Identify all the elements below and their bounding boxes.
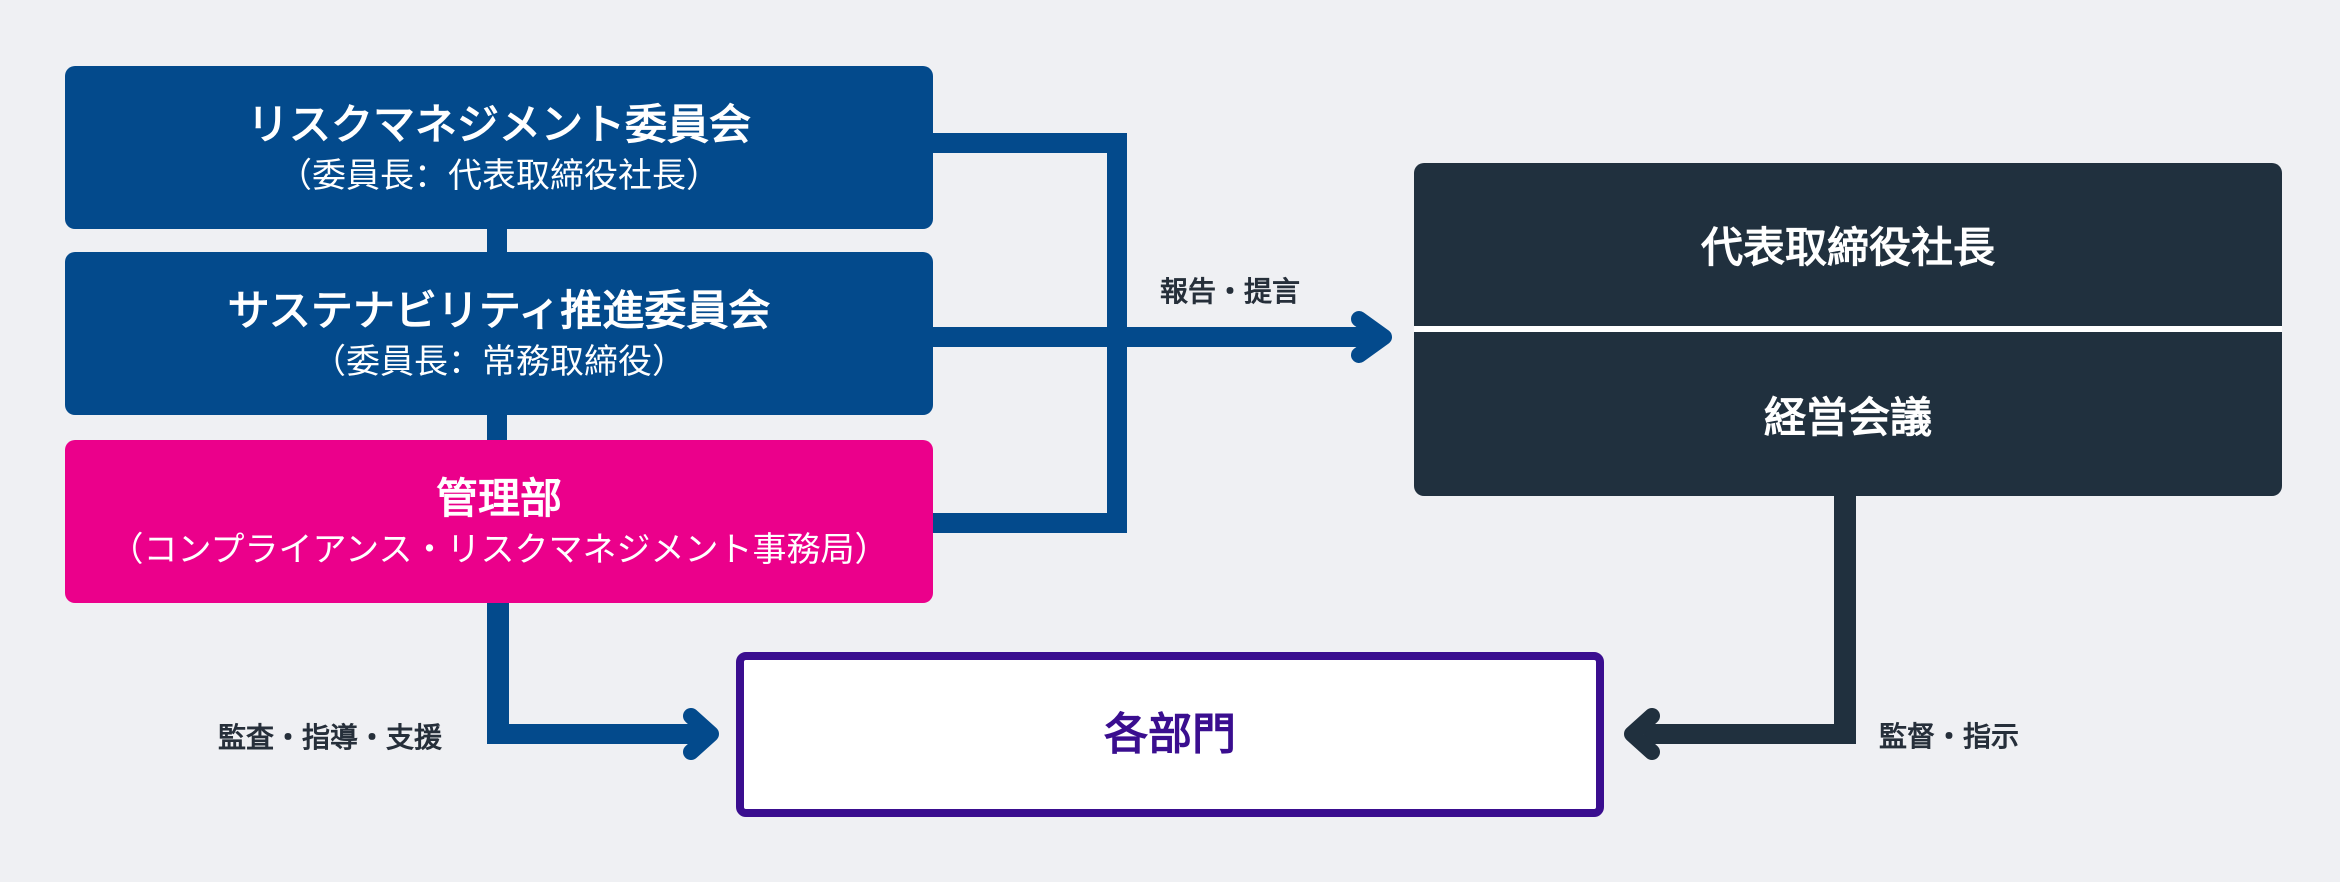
risk-committee-title: リスクマネジメント委員会 xyxy=(246,99,751,149)
risk-committee-box: リスクマネジメント委員会 （委員長：代表取締役社長） xyxy=(65,66,933,229)
link-sust-to-admin xyxy=(487,414,507,442)
admin-department-subtitle: （コンプライアンス・リスクマネジメント事務局） xyxy=(109,529,889,570)
supervise-line-vertical xyxy=(1834,494,1856,743)
report-edge-label: 報告・提言 xyxy=(1160,275,1301,308)
management-meeting-label: 経営会議 xyxy=(1763,392,1932,442)
sustainability-committee-subtitle: （委員長：常務取締役） xyxy=(312,341,686,382)
executive-box: 代表取締役社長 経営会議 xyxy=(1414,163,2282,496)
departments-box: 各部門 xyxy=(736,652,1604,817)
admin-department-title: 管理部 xyxy=(435,473,562,523)
sustainability-committee-box: サステナビリティ推進委員会 （委員長：常務取締役） xyxy=(65,252,933,415)
audit-arrowhead xyxy=(683,708,719,760)
audit-line-vertical xyxy=(487,601,509,743)
executive-divider xyxy=(1414,326,2282,332)
supervise-arrowhead xyxy=(1624,708,1660,760)
report-line-risk xyxy=(931,133,1127,153)
audit-line-horizontal xyxy=(487,724,701,744)
sustainability-committee-title: サステナビリティ推進委員会 xyxy=(227,285,771,335)
audit-edge-label: 監査・指導・支援 xyxy=(218,721,443,754)
departments-title: 各部門 xyxy=(1104,708,1236,760)
risk-committee-subtitle: （委員長：代表取締役社長） xyxy=(278,155,720,196)
supervise-edge-label: 監督・指示 xyxy=(1879,720,2020,753)
link-risk-to-sust xyxy=(487,228,507,254)
report-line-admin xyxy=(931,513,1127,533)
report-arrowhead xyxy=(1351,311,1392,363)
admin-department-box: 管理部 （コンプライアンス・リスクマネジメント事務局） xyxy=(65,440,933,603)
supervise-line-horizontal xyxy=(1644,724,1856,744)
report-line-sust xyxy=(931,327,1371,347)
president-label: 代表取締役社長 xyxy=(1700,223,1995,272)
